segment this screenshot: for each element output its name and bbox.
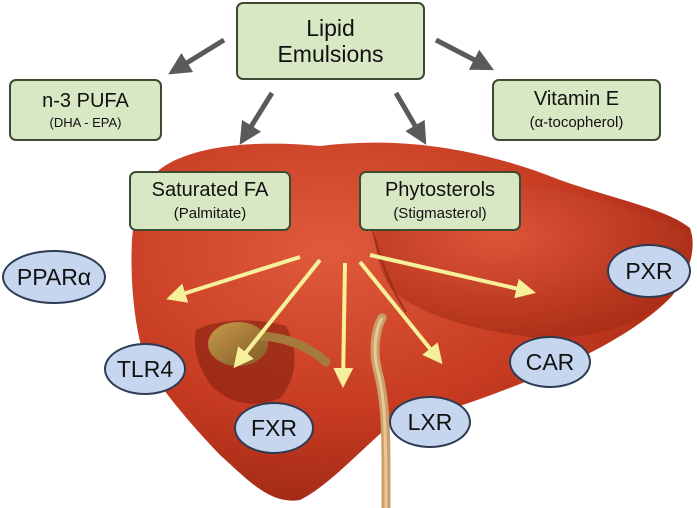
vitamin-e-box: Vitamin E (α-tocopherol) (492, 79, 661, 141)
gray-arrows (168, 37, 494, 145)
arrow-to-vitamin-e (434, 37, 494, 71)
lipid-emulsions-line2: Emulsions (277, 41, 384, 67)
n3-pufa-box: n-3 PUFA (DHA - EPA) (9, 79, 162, 141)
vitamin-e-label: Vitamin E (533, 88, 620, 111)
receptor-ppara: PPARα (2, 250, 106, 304)
saturated-fa-sub: (Palmitate) (173, 205, 247, 223)
saturated-fa-label: Saturated FA (151, 179, 269, 202)
arrow-to-tlr4 (233, 258, 322, 369)
lipid-emulsions-box: Lipid Emulsions (236, 2, 425, 80)
arrow-to-saturated-fa (239, 91, 275, 145)
arrow-to-fxr (333, 262, 354, 388)
vitamin-e-sub: (α-tocopherol) (529, 114, 624, 132)
yellow-arrows (166, 253, 536, 388)
n3-pufa-sub: (DHA - EPA) (49, 114, 122, 130)
arrow-to-phytosterols (393, 91, 427, 145)
phytosterols-box: Phytosterols (Stigmasterol) (359, 171, 521, 231)
receptor-tlr4: TLR4 (104, 343, 186, 395)
arrow-to-n3-pufa (168, 37, 226, 75)
arrow-to-lxr (358, 260, 443, 365)
saturated-fa-box: Saturated FA (Palmitate) (129, 171, 291, 231)
receptor-lxr: LXR (389, 396, 471, 448)
receptor-pxr: PXR (607, 244, 691, 298)
lipid-emulsions-line1: Lipid (306, 14, 355, 41)
receptor-fxr: FXR (234, 402, 314, 454)
phytosterols-label: Phytosterols (384, 179, 496, 202)
arrow-to-pxr (369, 253, 536, 299)
phytosterols-sub: (Stigmasterol) (393, 205, 487, 223)
bile-duct (370, 313, 391, 508)
n3-pufa-label: n-3 PUFA (42, 89, 129, 112)
liver-fissure (371, 227, 407, 313)
arrow-to-ppara (166, 255, 301, 303)
receptor-car: CAR (509, 336, 591, 388)
